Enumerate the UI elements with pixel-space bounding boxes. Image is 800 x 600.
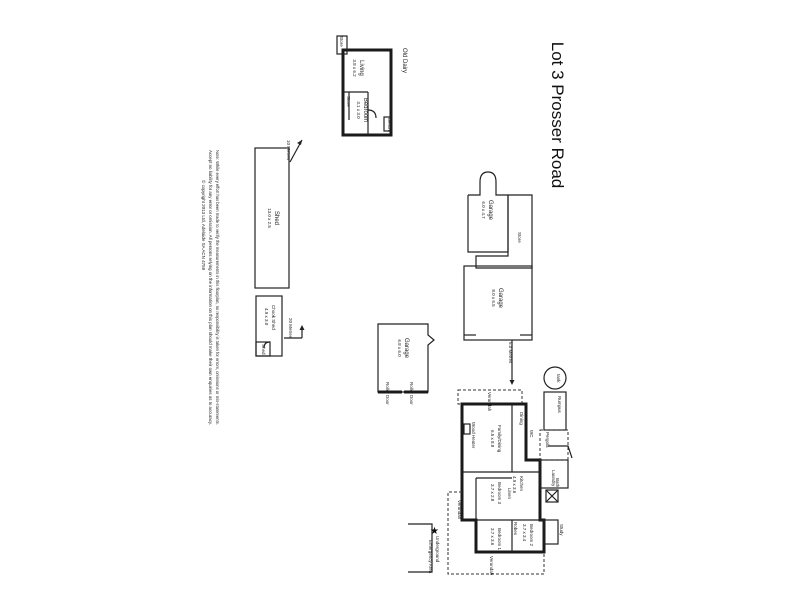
store-inner-label: Store — [346, 96, 351, 107]
garage-small: Garage 6.8 x 6.0 Roller Door Roller Door — [377, 323, 435, 405]
svg-text:Bedroom 3: Bedroom 3 — [497, 482, 502, 505]
svg-text:13.0 x 2.5: 13.0 x 2.5 — [267, 208, 272, 228]
svg-text:Rumpus: Rumpus — [557, 396, 562, 414]
svg-text:Garage: Garage — [487, 200, 493, 221]
distance-10m: 10 Metres — [286, 139, 303, 163]
svg-text:Garage: Garage — [497, 288, 503, 309]
svg-text:Shed: Shed — [261, 344, 266, 355]
svg-text:3.7 x 2.8: 3.7 x 2.8 — [490, 484, 495, 502]
distance-20m: 20 Metres — [284, 318, 305, 339]
disclaimer: Note: While every effort has been made t… — [201, 150, 220, 425]
svg-text:Verandah: Verandah — [489, 556, 494, 576]
svg-text:© copyright 2013 Ltd, Adelaide: © copyright 2013 Ltd, Adelaide SA ACN 47… — [201, 180, 207, 271]
svg-text:Bedroom 2: Bedroom 2 — [529, 524, 534, 547]
svg-text:Shed: Shed — [273, 211, 279, 225]
store-left-label: Store — [339, 36, 344, 47]
star-icon: ★ — [430, 526, 439, 537]
shed-main: Shed 13.0 x 2.5 — [254, 147, 290, 289]
svg-text:Note: While every effort has b: Note: While every effort has been made t… — [215, 150, 220, 425]
underground-emergency-area: Underground Emergency Area ★ — [408, 523, 440, 574]
svg-text:20 Metres: 20 Metres — [288, 318, 293, 339]
svg-text:Laundry: Laundry — [551, 470, 556, 487]
svg-text:Roller Door: Roller Door — [409, 382, 414, 405]
svg-text:Roller Door: Roller Door — [385, 382, 390, 405]
old-dairy-label: Old Dairy — [401, 48, 407, 73]
svg-text:3.7 x 3.4: 3.7 x 3.4 — [522, 524, 527, 542]
svg-text:Bedroom 1: Bedroom 1 — [497, 528, 502, 551]
svg-text:Bath: Bath — [555, 478, 560, 488]
svg-text:6.5 x 8.8: 6.5 x 8.8 — [490, 430, 495, 448]
svg-text:Store: Store — [517, 232, 522, 243]
garage-double: Garage 6.0 x 4.7 — [467, 171, 509, 253]
rumpus: Rumpus — [543, 391, 567, 431]
svg-text:6.0 x 4.7: 6.0 x 4.7 — [481, 201, 486, 219]
svg-text:Kitchen: Kitchen — [519, 476, 524, 492]
svg-text:Underground: Underground — [435, 536, 440, 563]
svg-text:3.7 x 3.6: 3.7 x 3.6 — [490, 528, 495, 546]
svg-text:Verandah: Verandah — [457, 500, 462, 520]
tank: tank — [543, 366, 567, 390]
svg-text:Linen: Linen — [507, 488, 512, 500]
svg-text:6.8 x 6.0: 6.8 x 6.0 — [397, 339, 402, 357]
svg-text:Pergola: Pergola — [545, 432, 550, 448]
svg-text:Robes: Robes — [513, 522, 518, 536]
old-dairy: Old Dairy Store Living 3.8 x 6.2 Store B… — [336, 35, 407, 137]
svg-text:4.9 x 3.0: 4.9 x 3.0 — [264, 308, 269, 326]
living-label: Living — [358, 60, 364, 76]
chook-shed: Chook Shed 4.9 x 3.0 Shed — [255, 295, 283, 357]
svg-text:Family/Dining: Family/Dining — [497, 425, 502, 453]
svg-text:8.0 x 6.5: 8.0 x 6.5 — [491, 289, 496, 307]
garage-long: Garage 8.0 x 6.5 — [463, 265, 533, 341]
house: Verandah Family/Dining 6.5 x 8.8 Wood He… — [447, 389, 573, 576]
svg-text:4.9 x 3.6: 4.9 x 3.6 — [512, 476, 517, 494]
dairy-bedroom-label: Bedroom — [362, 98, 368, 122]
living-size: 3.8 x 6.2 — [352, 59, 357, 77]
plan-title: Lot 3 Prosser Road — [548, 42, 567, 188]
bench-label: Bench — [387, 118, 392, 131]
svg-text:Dining: Dining — [519, 412, 524, 425]
svg-text:Garage: Garage — [403, 338, 409, 359]
svg-text:Wood Heater: Wood Heater — [471, 422, 476, 449]
svg-text:tank: tank — [556, 374, 561, 383]
dairy-bedroom-size: 3.1 x 3.0 — [356, 101, 361, 119]
svg-text:Emergency Area: Emergency Area — [428, 540, 433, 574]
svg-text:6.0 Metres: 6.0 Metres — [508, 342, 513, 364]
distance-6m: 6.0 Metres — [508, 340, 515, 385]
svg-text:Accept no liability for any er: Accept no liability for any error or omi… — [208, 150, 213, 425]
store-strip: Store — [475, 194, 533, 269]
svg-text:Chook Shed: Chook Shed — [271, 305, 276, 330]
svg-text:Study: Study — [559, 524, 564, 536]
svg-text:WC: WC — [529, 430, 534, 438]
svg-text:Verandah: Verandah — [487, 392, 492, 412]
